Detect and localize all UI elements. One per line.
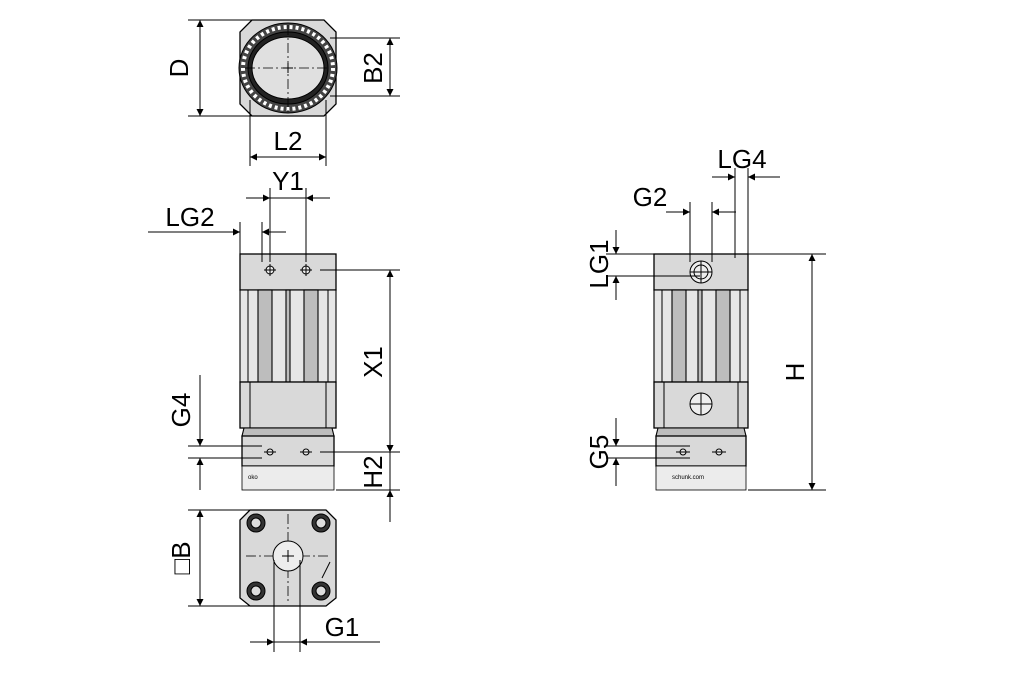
dim-LG2: LG2 (148, 202, 286, 262)
label-B: □B (166, 541, 196, 574)
label-LG4: LG4 (717, 144, 766, 174)
label-LG1: LG1 (584, 239, 614, 288)
dim-B: □B (166, 509, 252, 607)
dim-LG4: LG4 (712, 144, 780, 258)
side-view: schunk.com (653, 253, 749, 491)
label-LG2: LG2 (165, 202, 214, 232)
dim-Y1: Y1 (246, 166, 330, 262)
svg-text:schunk.com: schunk.com (672, 475, 704, 481)
dim-G5: G5 (584, 418, 690, 486)
label-H2: H2 (358, 455, 388, 488)
label-G1: G1 (325, 612, 360, 642)
label-L2: L2 (274, 126, 303, 156)
dim-G2: G2 (633, 182, 736, 262)
label-H: H (780, 363, 810, 382)
dim-B2: B2 (330, 37, 400, 97)
label-D: D (164, 59, 194, 78)
dim-G4: G4 (166, 375, 262, 490)
label-Y1: Y1 (272, 166, 304, 196)
top-end-view (238, 19, 338, 117)
dim-G1: G1 (250, 560, 380, 652)
label-B2: B2 (358, 52, 388, 84)
dim-H2: H2 (336, 420, 400, 522)
dim-H: H (748, 253, 826, 491)
dim-LG1: LG1 (584, 230, 700, 300)
label-G5: G5 (584, 435, 614, 470)
dim-L2: L2 (249, 100, 327, 166)
label-G2: G2 (633, 182, 668, 212)
dim-D: D (164, 19, 252, 117)
label-G4: G4 (166, 393, 196, 428)
svg-text:oko: oko (248, 475, 258, 481)
front-view: oko (239, 253, 337, 491)
dim-X1: X1 (320, 269, 400, 453)
bottom-view (239, 509, 337, 607)
label-X1: X1 (358, 346, 388, 378)
